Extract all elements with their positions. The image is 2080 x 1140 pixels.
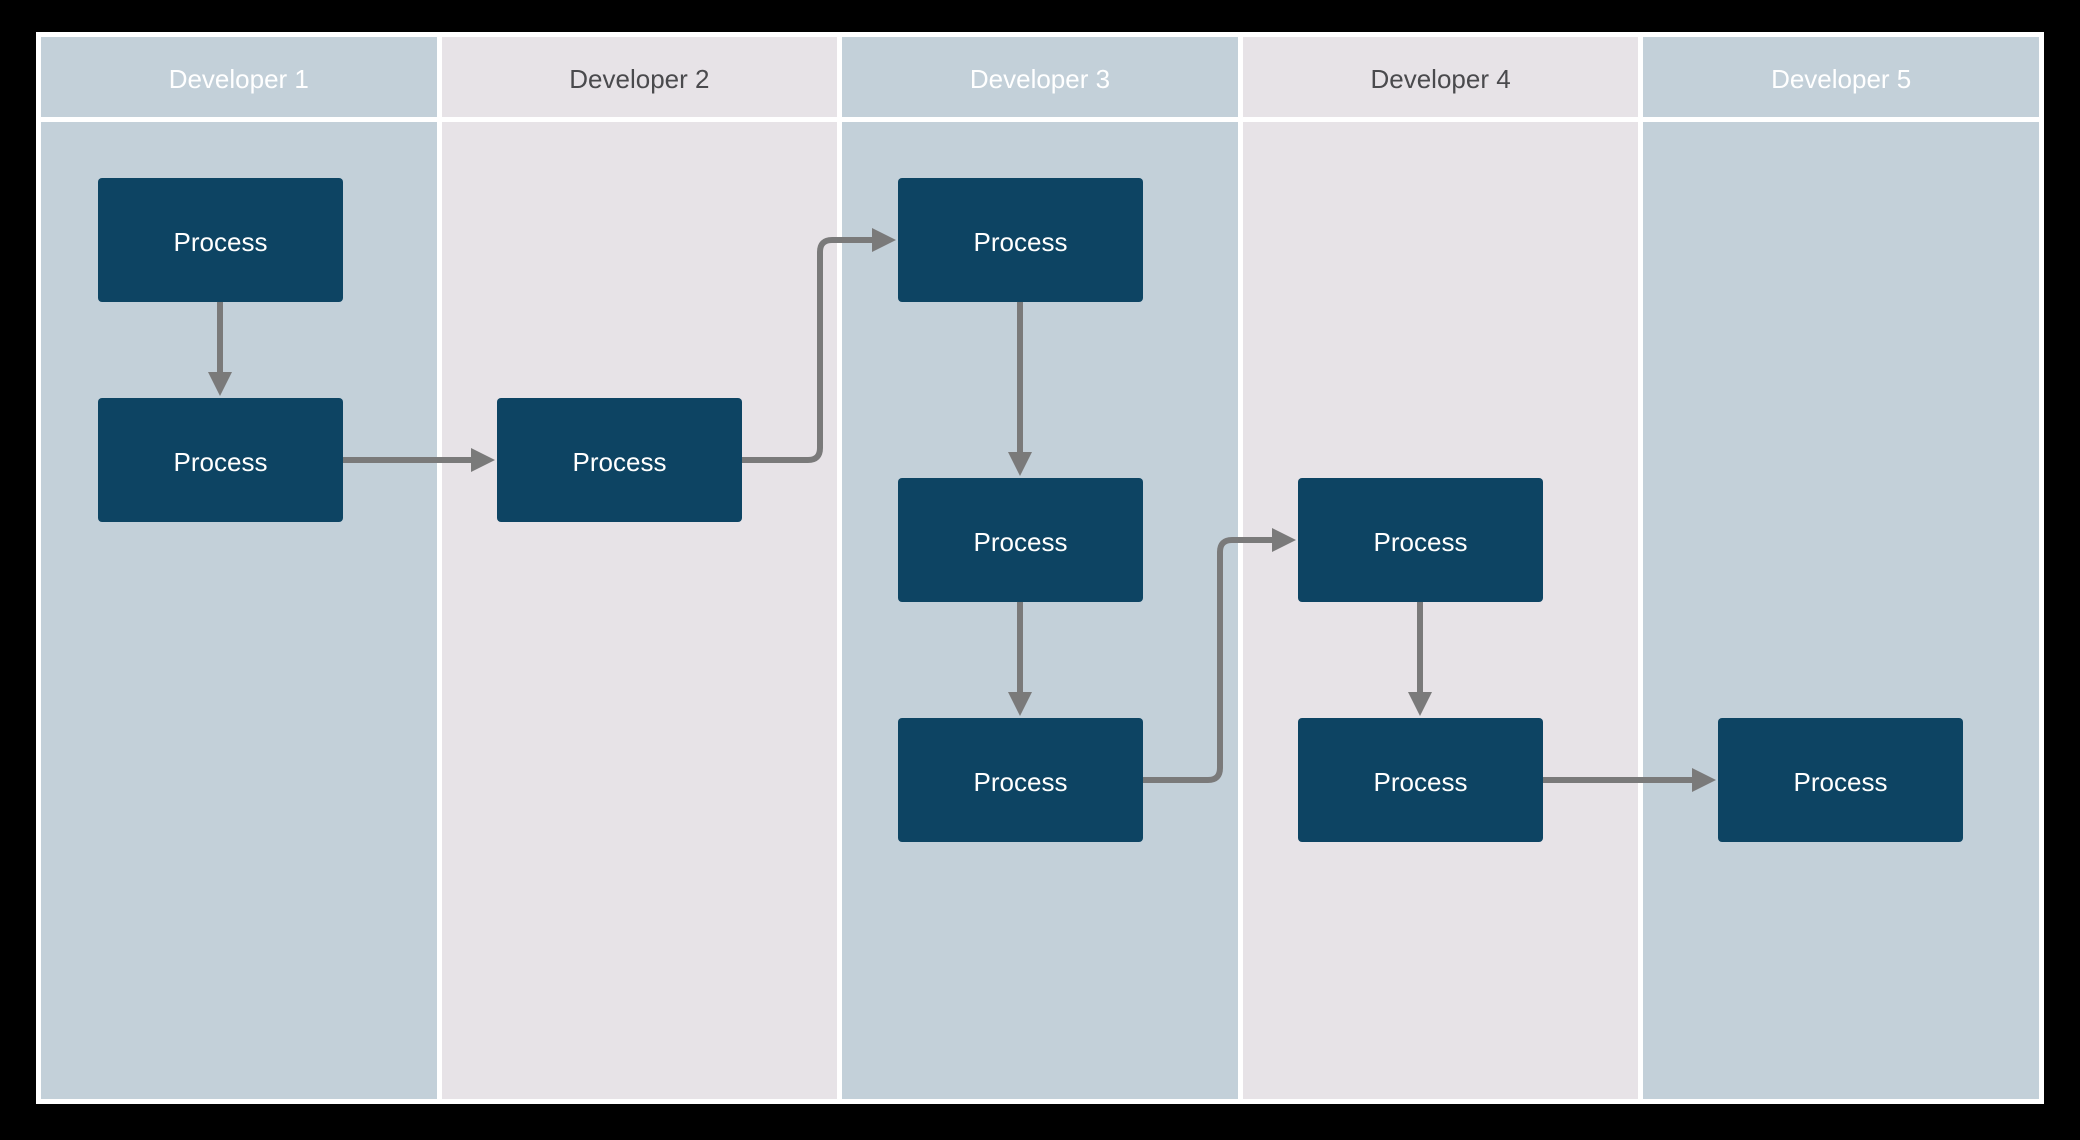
lane-body-developer-5 [1643,122,2039,1099]
lane-developer-5: Developer 5 [1643,37,2039,1099]
process-node-label: Process [973,526,1068,557]
process-node-label: Process [973,226,1068,257]
process-node-p5[interactable]: Process [898,478,1143,602]
process-node-p1[interactable]: Process [98,178,343,302]
lane-header-label: Developer 4 [1370,63,1511,94]
process-node-label: Process [572,446,667,477]
lane-header-developer-2[interactable]: Developer 2 [441,37,838,117]
process-node-p7[interactable]: Process [1298,478,1543,602]
process-node-p6[interactable]: Process [898,718,1143,842]
process-node-p8[interactable]: Process [1298,718,1543,842]
lane-developer-2: Developer 2 [441,37,838,1099]
lane-header-developer-1[interactable]: Developer 1 [41,37,437,117]
process-node-label: Process [973,766,1068,797]
lane-header-label: Developer 2 [569,63,710,94]
lane-header-developer-4[interactable]: Developer 4 [1242,37,1639,117]
lane-header-developer-3[interactable]: Developer 3 [842,37,1238,117]
process-node-label: Process [173,446,268,477]
lane-header-label: Developer 1 [168,63,309,94]
lane-body-developer-4 [1242,122,1639,1099]
process-node-p2[interactable]: Process [98,398,343,522]
process-node-label: Process [1793,766,1888,797]
process-node-label: Process [1373,766,1468,797]
lane-header-developer-5[interactable]: Developer 5 [1643,37,2039,117]
process-node-p4[interactable]: Process [898,178,1143,302]
lane-body-developer-2 [441,122,838,1099]
lane-developer-4: Developer 4 [1242,37,1639,1099]
lane-header-label: Developer 5 [1771,63,1912,94]
process-node-p9[interactable]: Process [1718,718,1963,842]
process-node-p3[interactable]: Process [497,398,742,522]
lane-header-label: Developer 3 [969,63,1111,94]
process-node-label: Process [1373,526,1468,557]
process-node-label: Process [173,226,268,257]
